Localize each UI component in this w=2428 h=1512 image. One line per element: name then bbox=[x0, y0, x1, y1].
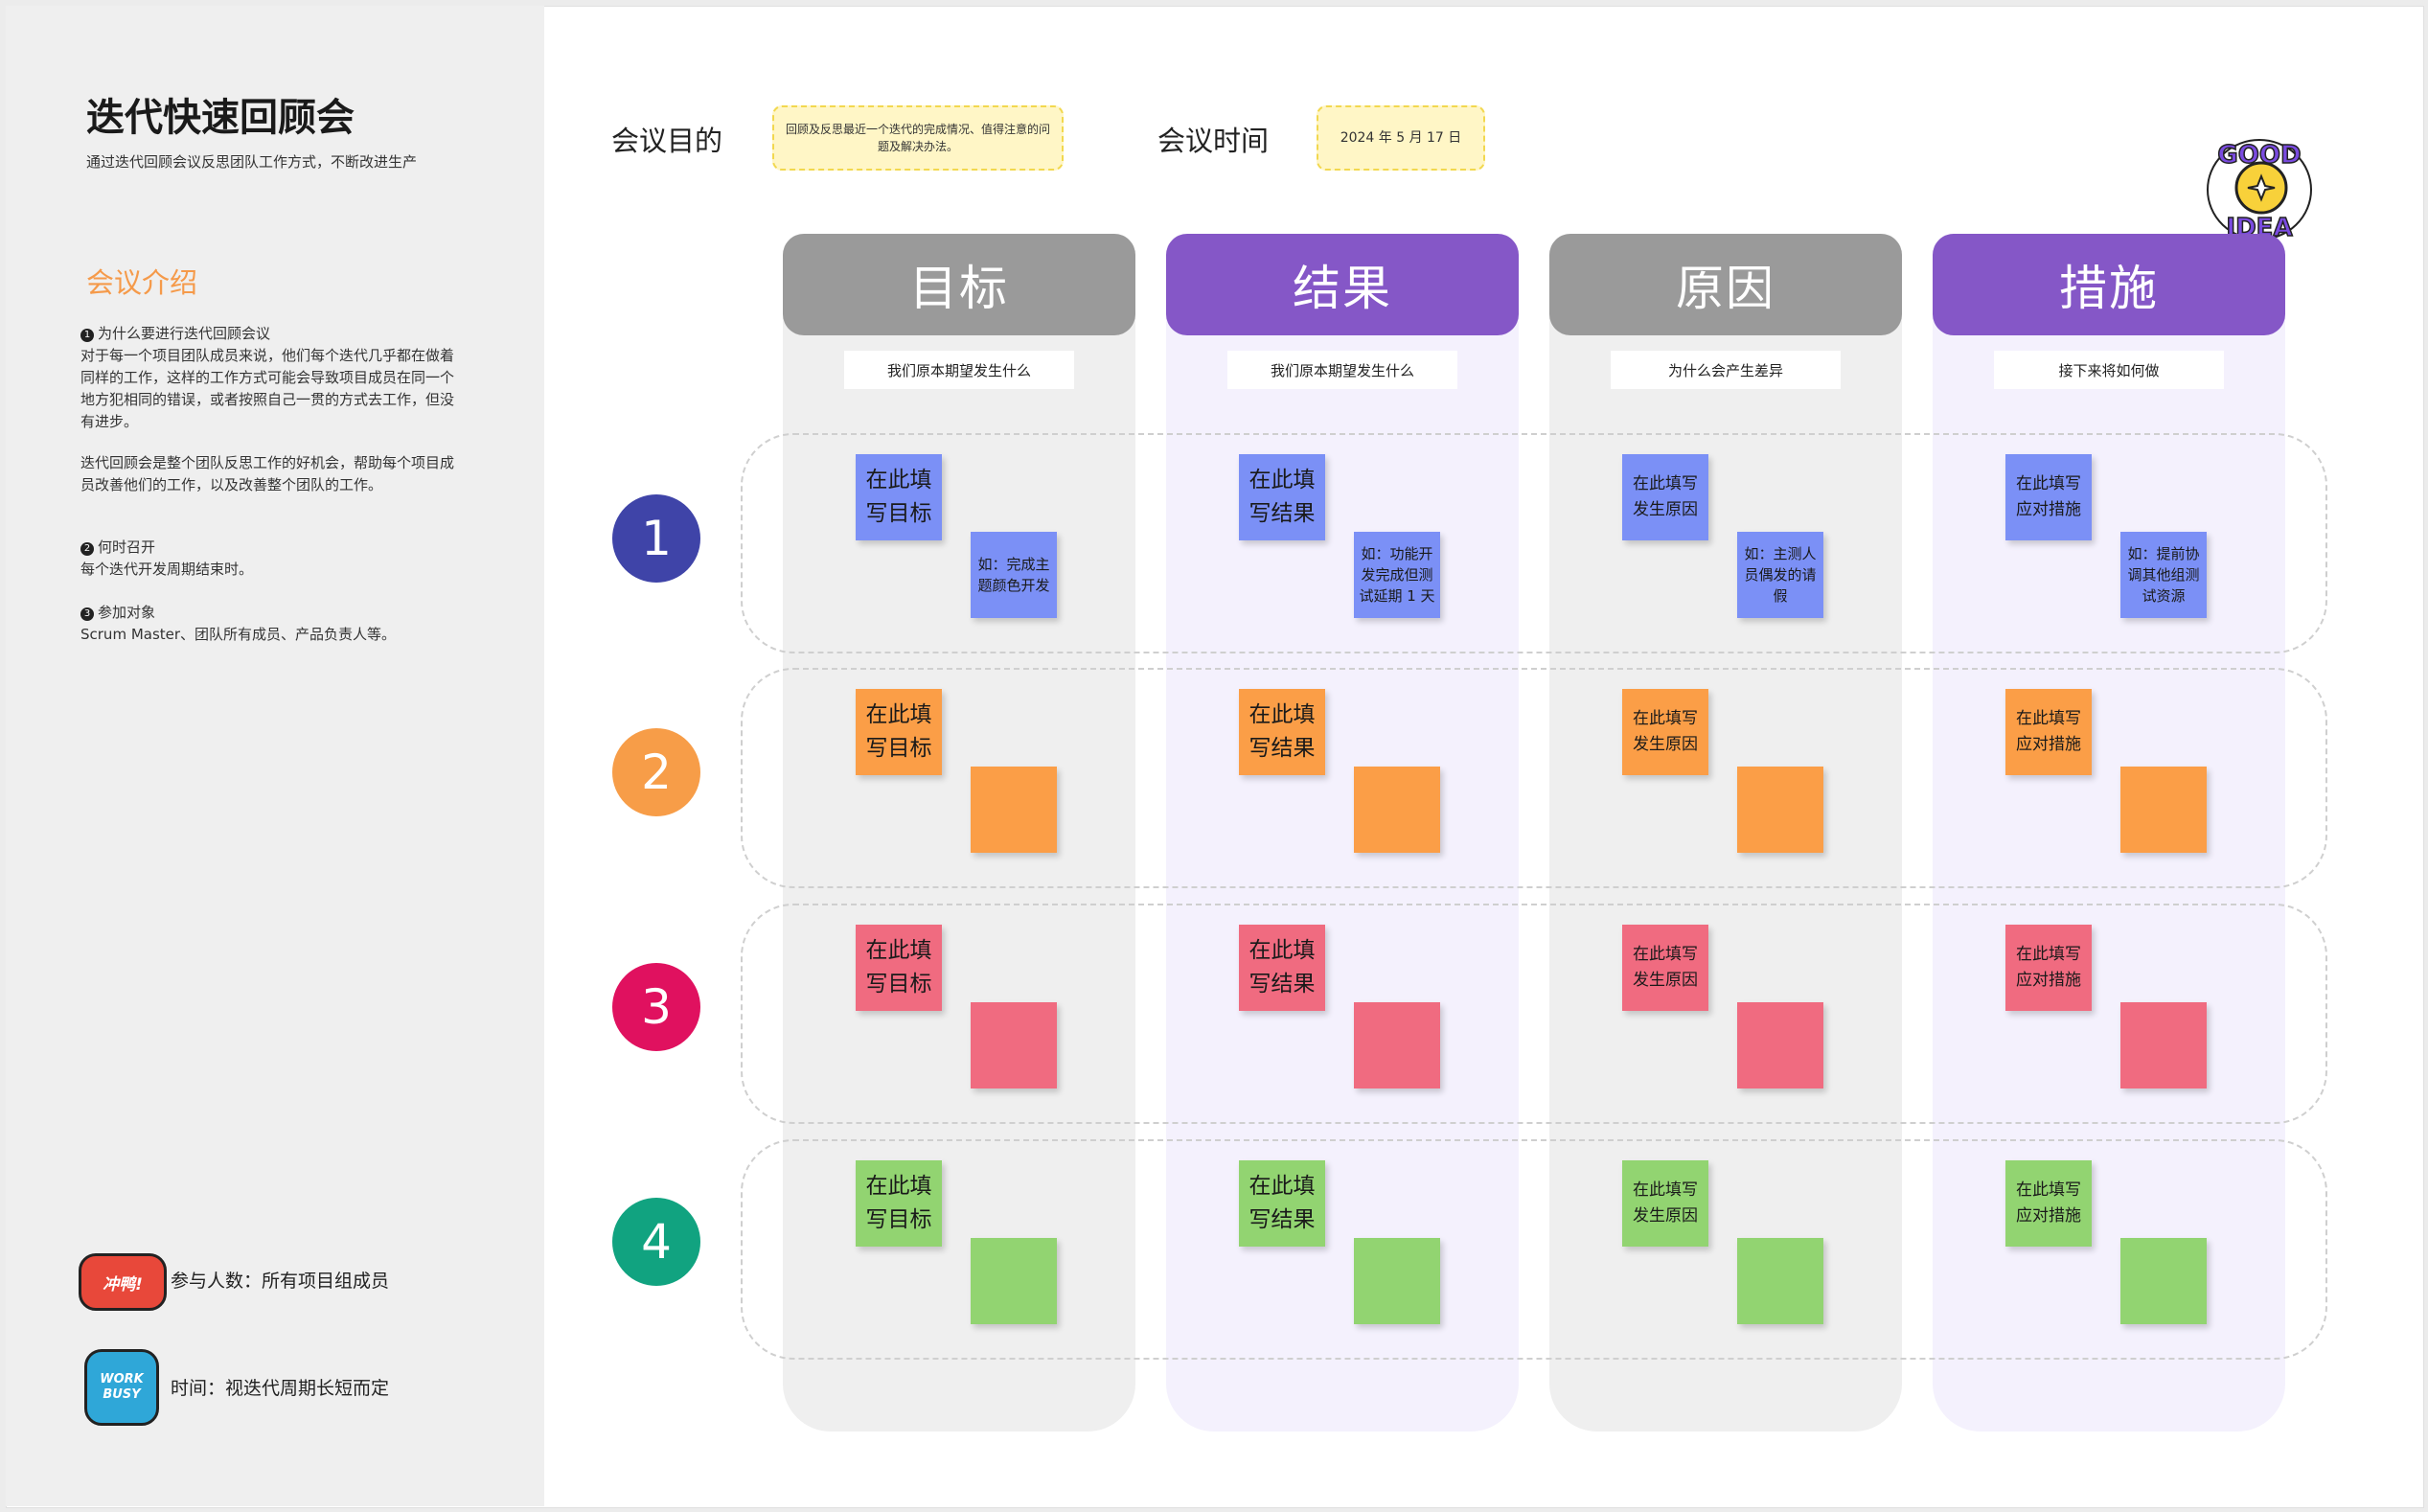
sticky-note-extra-action-4[interactable] bbox=[2120, 1238, 2207, 1324]
row-3-number-badge: 3 bbox=[612, 963, 700, 1051]
sticky-note-goal-4[interactable]: 在此填写目标 bbox=[856, 1160, 942, 1247]
sticky-note-extra-reason-2[interactable] bbox=[1737, 767, 1823, 853]
idea-line1: GOOD bbox=[2217, 141, 2301, 170]
row-1-number-badge: 1 bbox=[612, 494, 700, 583]
sticky-note-goal-3[interactable]: 在此填写目标 bbox=[856, 925, 942, 1011]
purpose-field[interactable]: 回顾及反思最近一个迭代的完成情况、值得注意的问题及解决办法。 bbox=[772, 105, 1064, 171]
column-action-header: 措施 bbox=[1933, 234, 2285, 335]
bullet-1-icon: 1 bbox=[80, 329, 94, 342]
sticky-note-extra-result-4[interactable] bbox=[1354, 1238, 1440, 1324]
intro-section-who: 3 参加对象 Scrum Master、团队所有成员、产品负责人等。 bbox=[80, 602, 464, 646]
sticky-note-extra-result-2[interactable] bbox=[1354, 767, 1440, 853]
sticky-note-extra-goal-4[interactable] bbox=[971, 1238, 1057, 1324]
column-result-header: 结果 bbox=[1166, 234, 1519, 335]
section-heading: 为什么要进行迭代回顾会议 bbox=[98, 325, 271, 342]
good-idea-sticker-icon: GOOD IDEA bbox=[2207, 139, 2312, 243]
intro-heading: 会议介绍 bbox=[86, 266, 198, 299]
time-field[interactable]: 2024 年 5 月 17 日 bbox=[1317, 105, 1485, 171]
sticky-note-reason-3[interactable]: 在此填写发生原因 bbox=[1622, 925, 1708, 1011]
sticky-note-action-1[interactable]: 在此填写应对措施 bbox=[2005, 454, 2092, 540]
sticker-text: WORK BUSY bbox=[100, 1372, 144, 1402]
section-heading: 何时召开 bbox=[98, 538, 156, 556]
sticky-note-extra-reason-4[interactable] bbox=[1737, 1238, 1823, 1324]
sticker-text: 冲鸭! bbox=[103, 1274, 143, 1294]
section-line: 有进步。 bbox=[80, 413, 139, 430]
sticky-note-extra-action-2[interactable] bbox=[2120, 767, 2207, 853]
section-line: 每个迭代开发周期结束时。 bbox=[80, 561, 254, 578]
column-reason-header: 原因 bbox=[1549, 234, 1902, 335]
sticky-note-reason-1[interactable]: 在此填写发生原因 bbox=[1622, 454, 1708, 540]
sticky-note-action-4[interactable]: 在此填写应对措施 bbox=[2005, 1160, 2092, 1247]
section-line: 员改善他们的工作，以及改善整个团队的工作。 bbox=[80, 476, 383, 493]
section-line: Scrum Master、团队所有成员、产品负责人等。 bbox=[80, 626, 397, 643]
sticky-note-action-2[interactable]: 在此填写应对措施 bbox=[2005, 689, 2092, 775]
row-4-area bbox=[741, 1139, 2327, 1360]
page-title: 迭代快速回顾会 bbox=[86, 96, 355, 140]
column-goal-subtitle: 我们原本期望发生什么 bbox=[844, 351, 1074, 389]
participants-text: 参与人数：所有项目组成员 bbox=[171, 1271, 390, 1292]
duck-sticker-icon: 冲鸭! bbox=[79, 1253, 167, 1311]
sticky-note-goal-1[interactable]: 在此填写目标 bbox=[856, 454, 942, 540]
sticky-note-extra-result-3[interactable] bbox=[1354, 1002, 1440, 1088]
sticky-note-reason-4[interactable]: 在此填写发生原因 bbox=[1622, 1160, 1708, 1247]
section-line: 同样的工作，这样的工作方式可能会导致项目成员在同一个 bbox=[80, 369, 455, 386]
sticky-note-result-1[interactable]: 在此填写结果 bbox=[1239, 454, 1325, 540]
sticky-note-extra-reason-1[interactable]: 如：主测人员偶发的请假 bbox=[1737, 532, 1823, 618]
intro-section-when: 2 何时召开 每个迭代开发周期结束时。 bbox=[80, 537, 464, 581]
duration-text: 时间：视迭代周期长短而定 bbox=[171, 1378, 390, 1399]
time-label: 会议时间 bbox=[1157, 125, 1270, 157]
row-2-number-badge: 2 bbox=[612, 728, 700, 816]
row-4-number-badge: 4 bbox=[612, 1198, 700, 1286]
column-reason-subtitle: 为什么会产生差异 bbox=[1611, 351, 1841, 389]
sticky-note-result-2[interactable]: 在此填写结果 bbox=[1239, 689, 1325, 775]
sticky-note-extra-action-1[interactable]: 如：提前协调其他组测试资源 bbox=[2120, 532, 2207, 618]
bullet-3-icon: 3 bbox=[80, 607, 94, 621]
sticky-note-goal-2[interactable]: 在此填写目标 bbox=[856, 689, 942, 775]
sticky-note-extra-goal-2[interactable] bbox=[971, 767, 1057, 853]
intro-section-benefit: 迭代回顾会是整个团队反思工作的好机会，帮助每个项目成 员改善他们的工作，以及改善… bbox=[80, 452, 464, 496]
sticky-note-action-3[interactable]: 在此填写应对措施 bbox=[2005, 925, 2092, 1011]
section-heading: 参加对象 bbox=[98, 604, 156, 621]
sticky-note-extra-result-1[interactable]: 如：功能开发完成但测试延期 1 天 bbox=[1354, 532, 1440, 618]
column-result-subtitle: 我们原本期望发生什么 bbox=[1227, 351, 1457, 389]
sticky-note-reason-2[interactable]: 在此填写发生原因 bbox=[1622, 689, 1708, 775]
sticky-note-result-3[interactable]: 在此填写结果 bbox=[1239, 925, 1325, 1011]
work-busy-sticker-icon: WORK BUSY bbox=[84, 1349, 159, 1426]
sticky-note-extra-action-3[interactable] bbox=[2120, 1002, 2207, 1088]
row-3-area bbox=[741, 904, 2327, 1124]
column-action-subtitle: 接下来将如何做 bbox=[1994, 351, 2224, 389]
page-subtitle: 通过迭代回顾会议反思团队工作方式，不断改进生产 bbox=[86, 153, 418, 171]
sticky-note-extra-goal-3[interactable] bbox=[971, 1002, 1057, 1088]
section-line: 迭代回顾会是整个团队反思工作的好机会，帮助每个项目成 bbox=[80, 454, 455, 471]
column-goal-header: 目标 bbox=[783, 234, 1135, 335]
row-1-area bbox=[741, 433, 2327, 653]
row-2-area bbox=[741, 668, 2327, 888]
sticky-note-extra-reason-3[interactable] bbox=[1737, 1002, 1823, 1088]
purpose-label: 会议目的 bbox=[611, 125, 723, 157]
section-line: 地方犯相同的错误，或者按照自己一贯的方式去工作，但没 bbox=[80, 391, 455, 408]
sticky-note-extra-goal-1[interactable]: 如：完成主题颜色开发 bbox=[971, 532, 1057, 618]
bullet-2-icon: 2 bbox=[80, 542, 94, 556]
section-line: 对于每一个项目团队成员来说，他们每个迭代几乎都在做着 bbox=[80, 347, 455, 364]
sticky-note-result-4[interactable]: 在此填写结果 bbox=[1239, 1160, 1325, 1247]
intro-section-why: 1 为什么要进行迭代回顾会议 对于每一个项目团队成员来说，他们每个迭代几乎都在做着… bbox=[80, 323, 464, 433]
